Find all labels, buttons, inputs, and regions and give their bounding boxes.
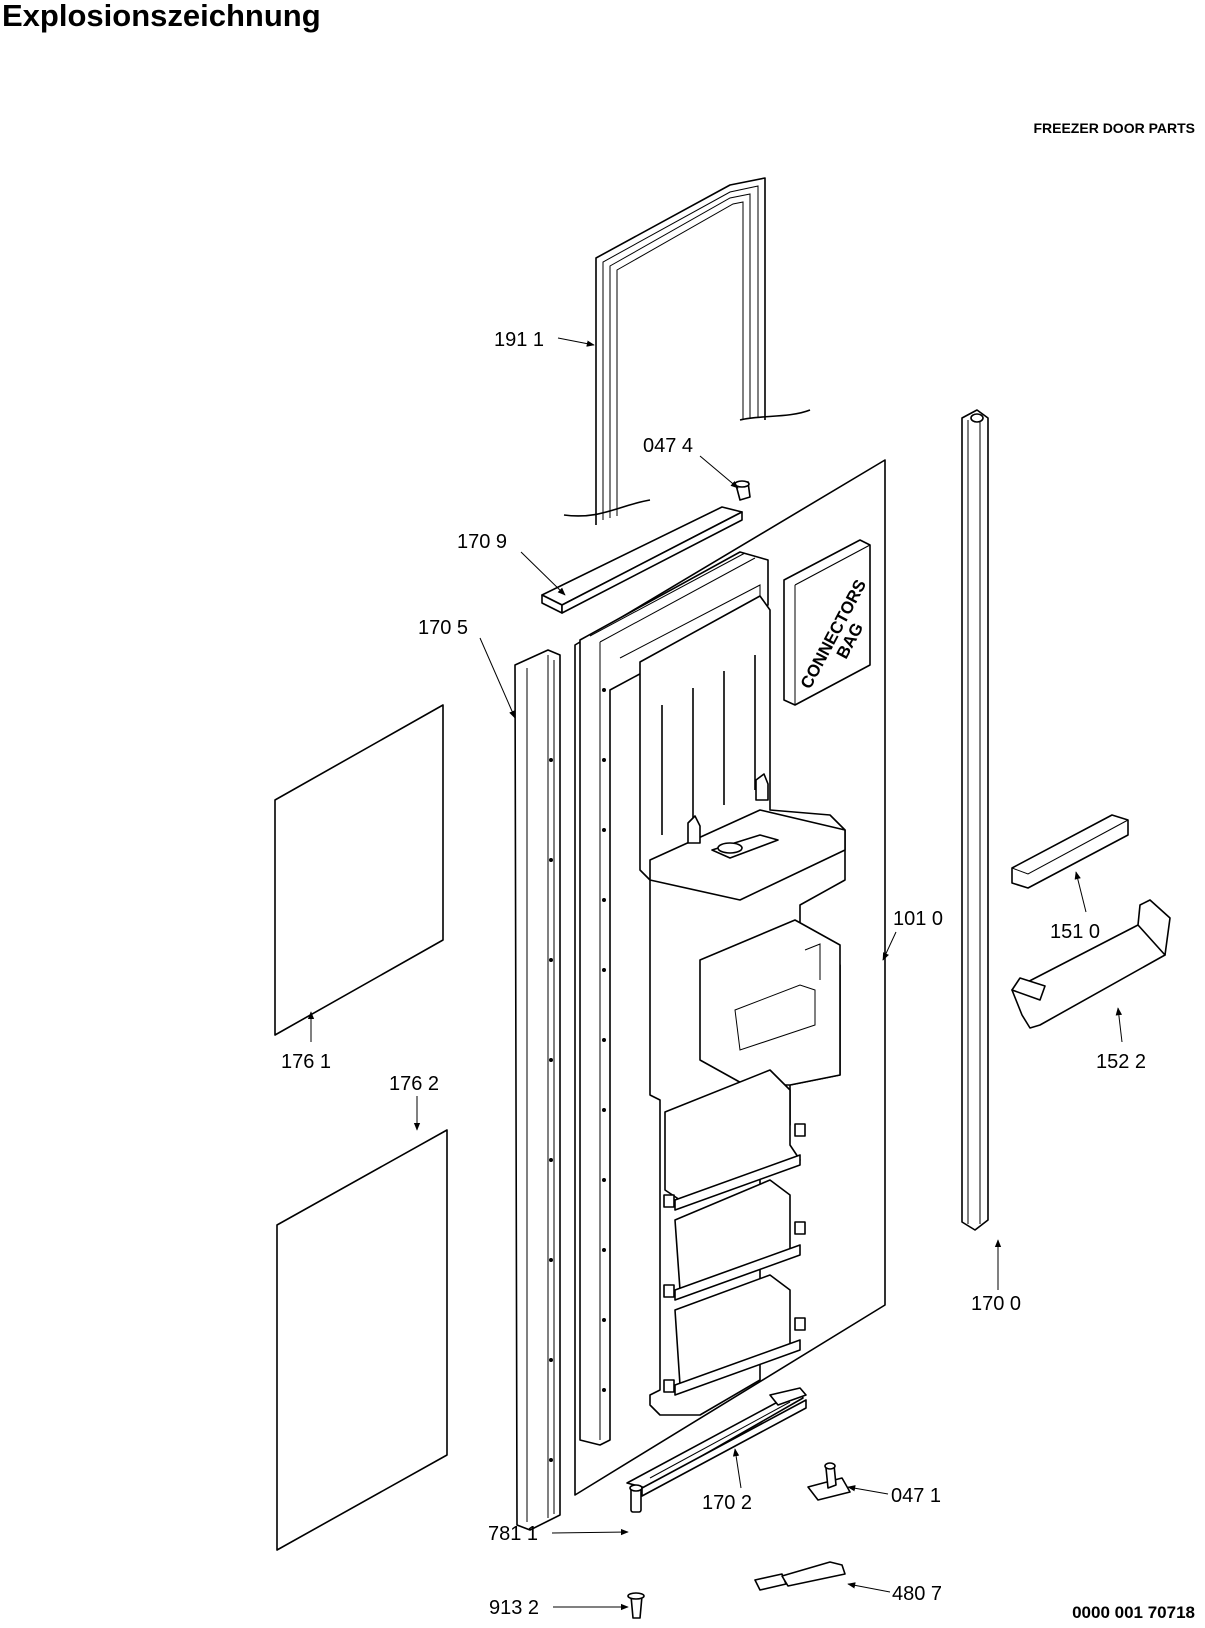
hinge-bracket [807,1462,851,1501]
door-panel [574,459,886,1496]
part-label-151-0: 151 0 [1050,921,1100,943]
part-label-480-7: 480 7 [892,1583,942,1605]
part-label-047-4: 047 4 [643,435,693,457]
decor-panel-lower [276,1129,448,1551]
part-label-913-2: 913 2 [489,1597,539,1619]
part-label-176-2: 176 2 [389,1073,439,1095]
part-label-047-1: 047 1 [891,1485,941,1507]
door-gasket [563,177,811,525]
trim-holes [549,758,553,1462]
part-label-781-1: 781 1 [488,1523,538,1545]
part-label-170-5: 170 5 [418,617,468,639]
section-title: FREEZER DOOR PARTS [1033,120,1195,136]
part-label-170-2: 170 2 [702,1492,752,1514]
right-side-trim [961,409,989,1231]
part-label-176-1: 176 1 [281,1051,331,1073]
screw-bottom [627,1592,645,1619]
part-label-152-2: 152 2 [1096,1051,1146,1073]
leader-lines [307,337,1123,1611]
door-handle [1011,899,1171,1029]
decor-panel-upper [274,704,444,1036]
pin-part [629,1484,643,1513]
screw-part [734,480,751,501]
spring-clip [754,1561,846,1591]
part-label-101-0: 101 0 [893,908,943,930]
document-number: 0000 001 70718 [1072,1603,1195,1622]
liner-holes [602,688,606,1392]
handle-bracket [1011,814,1129,889]
top-cover-strip [541,506,743,614]
connectors-bag: CONNECTORS BAG [783,539,871,706]
part-label-170-9: 170 9 [457,531,507,553]
left-side-trim [514,649,561,1531]
page-title: Explosionszeichnung [2,0,321,33]
part-label-170-0: 170 0 [971,1293,1021,1315]
part-label-191-1: 191 1 [494,329,544,351]
